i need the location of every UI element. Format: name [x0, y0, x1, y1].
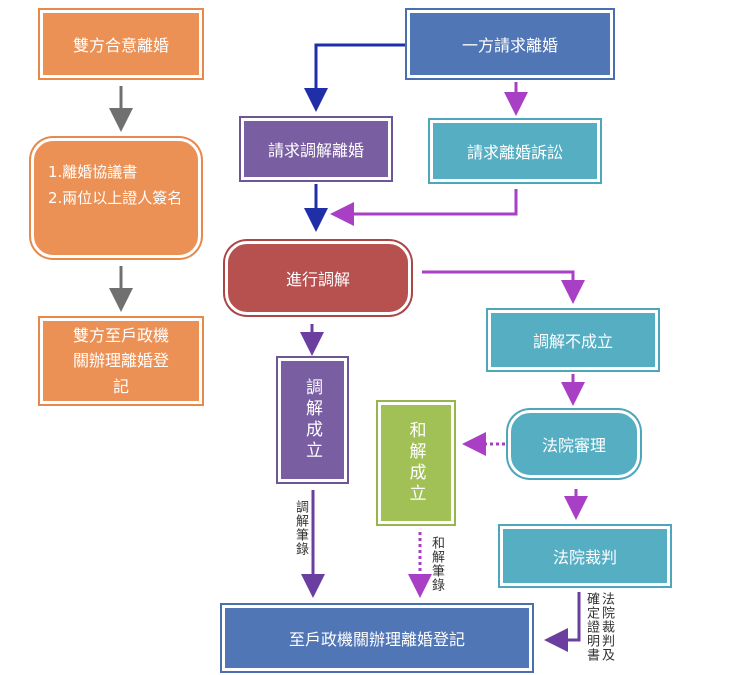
requirement-item: 2.兩位以上證人簽名 — [48, 189, 183, 208]
node-court-judgment: 法院裁判 — [500, 526, 670, 586]
edge-label-judgment-docs: 法院裁判及確定證明書 — [584, 592, 614, 662]
node-register-final-label: 至戶政機關辦理離婚登記 — [288, 630, 465, 649]
node-court-judgment-label: 法院裁判 — [552, 548, 617, 567]
node-court-trial-label: 法院審理 — [541, 436, 606, 455]
node-mutual-divorce: 雙方合意離婚 — [40, 10, 202, 78]
arrow-mediation-to-failed — [422, 270, 585, 304]
node-lawsuit-request-label: 請求離婚訴訟 — [466, 143, 563, 162]
node-unilateral-label: 一方請求離婚 — [461, 36, 558, 55]
node-mediation-failed: 調解不成立 — [488, 310, 658, 370]
node-settlement-success: 和解成立 — [378, 402, 454, 524]
node-mutual-divorce-label: 雙方合意離婚 — [72, 36, 169, 55]
arrow-lawsuit-to-mediation — [330, 189, 518, 226]
node-settlement-success-label: 和解成立 — [405, 421, 426, 505]
node-mediation-failed-label: 調解不成立 — [532, 332, 613, 351]
node-mediation-success-label: 調解成立 — [302, 378, 322, 462]
edge-label-mediation-record: 調解筆錄 — [293, 500, 308, 556]
node-agreement-requirements: 1.離婚協議書 2.兩位以上證人簽名 — [31, 138, 201, 258]
node-unilateral: 一方請求離婚 — [407, 10, 613, 78]
arrow-unilateral-to-mediation-request — [304, 43, 407, 112]
node-lawsuit-request: 請求離婚訴訟 — [430, 120, 600, 182]
node-mediation-request-label: 請求調解離婚 — [267, 141, 364, 160]
node-mediation-success: 調解成立 — [278, 358, 347, 482]
node-register-left: 雙方至戶政機關辦理離婚登記 — [40, 318, 202, 404]
node-mediation-label: 進行調解 — [285, 270, 350, 289]
node-mediation: 進行調解 — [225, 241, 411, 315]
node-mediation-request: 請求調解離婚 — [241, 118, 391, 180]
arrow-judgment-to-register — [544, 592, 581, 652]
node-register-final: 至戶政機關辦理離婚登記 — [222, 605, 532, 671]
requirement-item: 1.離婚協議書 — [48, 163, 138, 181]
node-court-trial: 法院審理 — [508, 410, 640, 478]
node-register-left-label: 雙方至戶政機關辦理離婚登記 — [72, 325, 169, 396]
edge-label-settlement-record: 和解筆錄 — [429, 536, 444, 592]
